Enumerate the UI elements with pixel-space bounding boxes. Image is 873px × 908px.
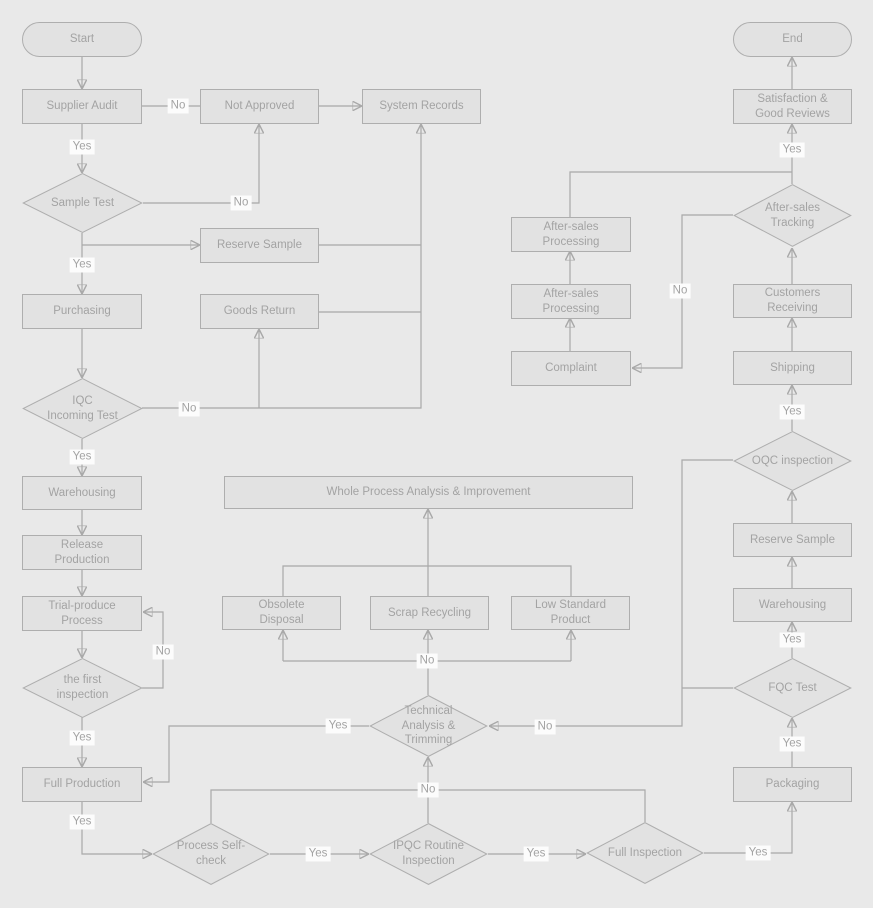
node-not-approved: Not Approved (200, 89, 319, 124)
decision-fqc-test-label: FQC Test (768, 681, 817, 694)
node-purchasing: Purchasing (22, 294, 142, 329)
node-shipping: Shipping (733, 351, 852, 385)
edge-label-yes: Yes (779, 404, 805, 420)
edge-label-no: No (178, 401, 200, 417)
node-warehousing: Warehousing (22, 476, 142, 510)
edge-label-yes: Yes (69, 814, 95, 830)
edge-label-yes: Yes (69, 730, 95, 746)
decision-technical-analysis: Technical Analysis & Trimming (369, 695, 488, 757)
node-system-records: System Records (362, 89, 481, 124)
node-customers-receiving: Customers Receiving (733, 284, 852, 318)
node-scrap-recycling: Scrap Recycling (370, 596, 489, 630)
decision-ipqc-routine-inspection: IPQC Routine Inspection (369, 823, 488, 885)
edge-label-yes: Yes (69, 449, 95, 465)
diamond-shape (733, 184, 852, 247)
node-after-sales-processing-2: After-sales Processing (511, 284, 631, 319)
node-reserve-sample-2: Reserve Sample (733, 523, 852, 557)
node-release-production: Release Production (22, 535, 142, 570)
edge-label-yes: Yes (325, 718, 351, 734)
node-satisfaction-good-reviews: Satisfaction & Good Reviews (733, 89, 852, 124)
edge-label-no: No (416, 653, 438, 669)
edge-label-yes: Yes (745, 845, 771, 861)
edge-label-yes: Yes (69, 257, 95, 273)
edge-label-yes: Yes (523, 846, 549, 862)
decision-iqc-incoming-test-label: IQC Incoming Test (47, 394, 118, 422)
decision-first-inspection: the first inspection (22, 658, 143, 718)
edge-label-no: No (534, 719, 556, 735)
decision-full-inspection: Full Inspection (586, 822, 704, 884)
decision-fqc-test: FQC Test (733, 658, 852, 718)
node-after-sales-processing-1: After-sales Processing (511, 217, 631, 252)
diamond-shape (733, 431, 852, 491)
diamond-shape (733, 658, 852, 718)
diamond-shape (22, 378, 143, 439)
decision-after-sales-tracking: After-sales Tracking (733, 184, 852, 247)
node-low-standard-product: Low Standard Product (511, 596, 630, 630)
edge-label-no: No (417, 782, 439, 798)
edge-label-yes: Yes (779, 142, 805, 158)
decision-oqc-inspection: OQC inspection (733, 431, 852, 491)
decision-full-inspection-label: Full Inspection (607, 846, 683, 859)
decision-after-sales-tracking-label: After-sales Tracking (765, 201, 820, 229)
decision-first-inspection-label: the first inspection (56, 674, 109, 701)
diamond-shape (586, 822, 704, 884)
decision-ipqc-routine-inspection-label: IPQC Routine Inspection (393, 840, 464, 867)
decision-oqc-inspection-label: OQC inspection (751, 454, 834, 467)
node-complaint: Complaint (511, 351, 631, 386)
node-trial-produce-process: Trial-produce Process (22, 596, 142, 631)
decision-sample-test: Sample Test (22, 173, 143, 233)
node-reserve-sample: Reserve Sample (200, 228, 319, 263)
diamond-shape (369, 695, 488, 757)
node-warehousing-2: Warehousing (733, 588, 852, 622)
edge-label-yes: Yes (305, 846, 331, 862)
node-packaging: Packaging (733, 767, 852, 802)
decision-technical-analysis-label: Technical Analysis & Trimming (401, 704, 456, 747)
decision-sample-test-label: Sample Test (50, 196, 115, 209)
edge-label-no: No (152, 644, 174, 660)
diamond-shape (22, 173, 143, 233)
node-full-production: Full Production (22, 767, 142, 802)
node-supplier-audit: Supplier Audit (22, 89, 142, 124)
diamond-shape (22, 658, 143, 718)
decision-process-self-check: Process Self- check (152, 823, 270, 885)
terminator-end: End (733, 22, 852, 57)
edge-label-no: No (230, 195, 252, 211)
terminator-start: Start (22, 22, 142, 57)
edge-label-yes: Yes (779, 736, 805, 752)
diamond-shape (369, 823, 488, 885)
node-whole-process-analysis: Whole Process Analysis & Improvement (224, 476, 633, 509)
diamond-shape (152, 823, 270, 885)
node-obsolete-disposal: Obsolete Disposal (222, 596, 341, 630)
edge-label-no: No (167, 98, 189, 114)
node-goods-return: Goods Return (200, 294, 319, 329)
decision-process-self-check-label: Process Self- check (176, 840, 246, 867)
edge-label-yes: Yes (779, 632, 805, 648)
edge-label-no: No (669, 283, 691, 299)
decision-iqc-incoming-test: IQC Incoming Test (22, 378, 143, 439)
edge-label-yes: Yes (69, 139, 95, 155)
